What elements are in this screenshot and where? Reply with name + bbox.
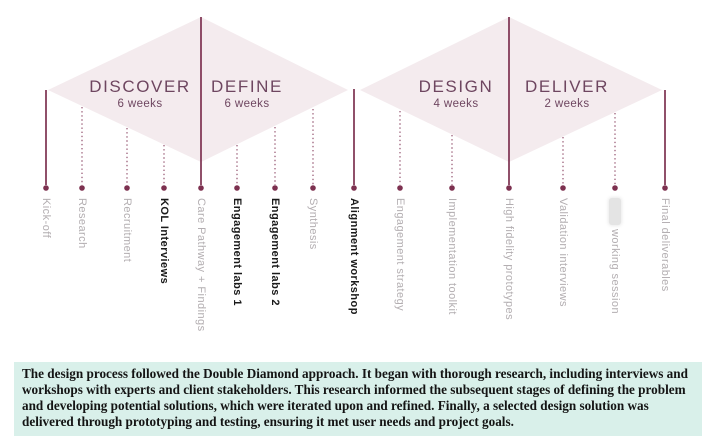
milestone-dot [560, 185, 566, 191]
milestone-lines-layer [43, 17, 668, 191]
diamond-discover-define [48, 17, 348, 162]
milestone-label: KOL Interviews [158, 198, 170, 285]
milestone-label: Implementation toolkit [446, 198, 458, 315]
milestone-label: Final deliverables [659, 198, 671, 292]
milestone-label: Engagement labs 1 [231, 198, 243, 306]
milestone-label: Engagement labs 2 [269, 198, 281, 306]
milestone-label: Recruitment [121, 198, 133, 263]
milestone-dot [272, 185, 278, 191]
milestone-label: working session [607, 198, 622, 314]
milestone-dot [79, 185, 85, 191]
milestone-dot [449, 185, 455, 191]
summary-box: The design process followed the Double D… [14, 362, 702, 437]
milestone-dot [234, 185, 240, 191]
milestone-label: Research [76, 198, 88, 249]
summary-text: The design process followed the Double D… [22, 366, 688, 430]
milestone-dot [612, 185, 618, 191]
milestone-label: Kick-off [40, 198, 52, 239]
milestone-label: Validation interviews [557, 198, 569, 307]
milestone-label: Care Pathway + Findings [195, 198, 207, 332]
milestone-dot [351, 185, 357, 191]
milestone-label: Engagement strategy [394, 198, 406, 312]
milestone-dot [506, 185, 512, 191]
milestone-label: Synthesis [307, 198, 319, 250]
milestone-dot [662, 185, 668, 191]
milestone-dot [161, 185, 167, 191]
diamond-design-deliver [360, 17, 662, 162]
milestone-dot [397, 185, 403, 191]
milestone-label: Alignment workshop [348, 198, 360, 315]
milestone-dot [43, 185, 49, 191]
milestone-dot [198, 185, 204, 191]
diagram-canvas [43, 17, 668, 191]
milestone-dot [310, 185, 316, 191]
redacted-text-block [609, 198, 621, 225]
milestone-dot [124, 185, 130, 191]
milestone-label: High fidelity prototypes [503, 198, 515, 321]
